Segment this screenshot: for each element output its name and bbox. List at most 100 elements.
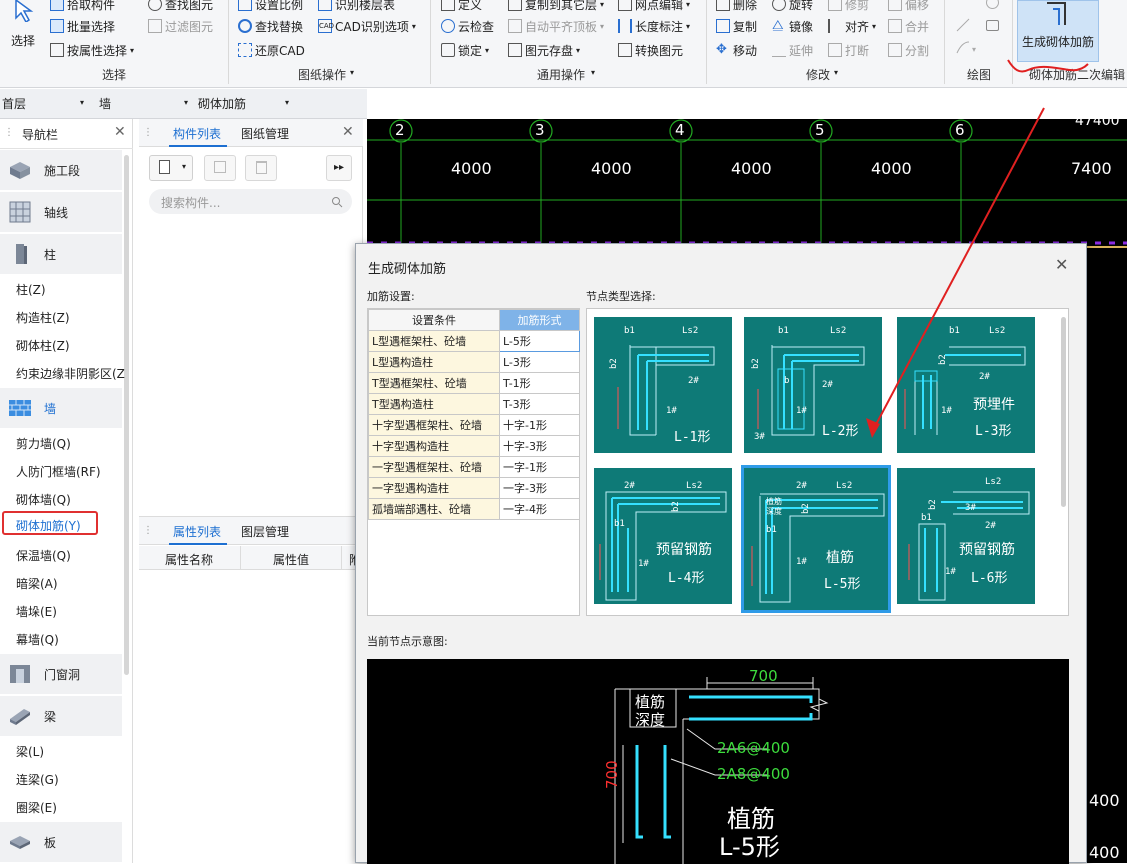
table-row[interactable]: 一字型遇构造柱一字-3形 bbox=[368, 477, 580, 499]
table-row[interactable]: 一字型遇框架柱、砼墙一字-1形 bbox=[368, 456, 580, 478]
sub-type-select[interactable]: 砌体加筋 bbox=[198, 97, 247, 111]
dim-label: 4000 bbox=[731, 159, 772, 178]
nav-item-shear-wall[interactable]: 剪力墙(Q) bbox=[16, 437, 71, 451]
restore-cad-button[interactable]: 还原CAD bbox=[238, 40, 305, 60]
nav-cat-axis[interactable]: 轴线 bbox=[0, 192, 122, 232]
expand-panel-button[interactable]: ▸▸ bbox=[326, 155, 352, 181]
nav-item-curtain-wall[interactable]: 幕墙(Q) bbox=[16, 633, 59, 647]
mirror-button[interactable]: ⧋ 镜像 bbox=[772, 18, 814, 34]
delete-button[interactable]: 删除 bbox=[716, 0, 757, 14]
tab-layer-manage[interactable]: 图层管理 bbox=[241, 525, 290, 539]
length-dim-button[interactable]: 长度标注▾ bbox=[618, 16, 690, 36]
nav-item-hidden-beam[interactable]: 暗梁(A) bbox=[16, 577, 58, 591]
nav-item-civil-defense-wall[interactable]: 人防门框墙(RF) bbox=[16, 465, 101, 479]
nav-cat-beam[interactable]: 梁 bbox=[0, 696, 122, 736]
define-button[interactable]: 定义 bbox=[441, 0, 482, 14]
nav-cat-wall[interactable]: 墙 bbox=[0, 388, 122, 428]
tab-property-list[interactable]: 属性列表 bbox=[173, 525, 222, 539]
node-tile-l6[interactable]: Ls2 3# b1 b2 2# 1# 预留钢筋 L-6形 bbox=[895, 466, 1037, 606]
trim-button[interactable]: 修剪 bbox=[828, 0, 869, 14]
select-button[interactable]: 选择 bbox=[4, 0, 40, 60]
tab-drawing-manage[interactable]: 图纸管理 bbox=[241, 127, 290, 141]
search-input[interactable]: 搜索构件... bbox=[161, 196, 221, 210]
svg-text:预埋件: 预埋件 bbox=[973, 397, 1015, 413]
nav-scrollbar[interactable] bbox=[124, 155, 129, 675]
convert-elem-button[interactable]: 转换图元 bbox=[618, 40, 683, 60]
table-row[interactable]: 十字型遇框架柱、砼墙十字-1形 bbox=[368, 414, 580, 436]
identify-floor-button[interactable]: 识别楼层表 bbox=[318, 0, 395, 14]
dim-label: 4000 bbox=[871, 159, 912, 178]
grid-edit-button[interactable]: 网点编辑▾ bbox=[618, 0, 690, 14]
auto-align-button[interactable]: 自动平齐顶板▾ bbox=[508, 16, 604, 36]
lock-button[interactable]: 锁定▾ bbox=[441, 40, 489, 60]
attr-select-button[interactable]: 按属性选择▾ bbox=[50, 40, 134, 60]
nav-item-beam[interactable]: 梁(L) bbox=[16, 745, 45, 759]
drag-handle-icon[interactable]: ⋮ bbox=[4, 127, 14, 138]
copy-button[interactable]: 复制 bbox=[716, 16, 757, 36]
node-tile-l2[interactable]: b1 Ls2 b2 2# 1# 3# b L-2形 bbox=[742, 315, 884, 455]
tab-component-list[interactable]: 构件列表 bbox=[173, 127, 222, 141]
extend-button[interactable]: 延伸 bbox=[772, 40, 813, 60]
nav-cat-slab[interactable]: 板 bbox=[0, 822, 122, 862]
node-tile-l3[interactable]: b1 Ls2 b2 2# 1# 预埋件 L-3形 bbox=[895, 315, 1037, 455]
cloud-check-button[interactable]: 云检查 bbox=[441, 16, 494, 36]
rotate-button[interactable]: 旋转 bbox=[772, 0, 813, 14]
cad-options-button[interactable]: CAD CAD识别选项▾ bbox=[318, 19, 416, 34]
find-replace-button[interactable]: 查找替换 bbox=[238, 16, 303, 36]
batch-select-button[interactable]: 批量选择 bbox=[50, 16, 115, 36]
nav-item-constructional-column[interactable]: 构造柱(Z) bbox=[16, 311, 70, 325]
node-tile-l1[interactable]: b1 Ls2 b2 2# 1# L-1形 bbox=[592, 315, 734, 455]
drag-handle-icon[interactable]: ⋮ bbox=[143, 525, 153, 536]
set-scale-button[interactable]: 设置比例 bbox=[238, 0, 303, 14]
align-button[interactable]: 对齐▾ bbox=[828, 16, 876, 36]
move-button[interactable]: ✥ 移动 bbox=[716, 42, 758, 58]
nav-item-link-beam[interactable]: 连梁(G) bbox=[16, 773, 59, 787]
draw-line-button[interactable] bbox=[956, 18, 970, 32]
nav-cat-column[interactable]: 柱 bbox=[0, 234, 122, 274]
component-search-box[interactable]: 搜索构件... bbox=[149, 189, 352, 214]
delete-component-button[interactable] bbox=[245, 155, 277, 181]
nav-cat-door-window[interactable]: 门窗洞 bbox=[0, 654, 122, 694]
nav-cat-construction-stage[interactable]: 施工段 bbox=[0, 150, 122, 190]
table-row[interactable]: 孤墙端部遇柱、砼墙一字-4形 bbox=[368, 498, 580, 520]
close-icon[interactable]: ✕ bbox=[1055, 255, 1069, 274]
nav-item-insulation-wall[interactable]: 保温墙(Q) bbox=[16, 549, 71, 563]
nav-item-ring-beam[interactable]: 圈梁(E) bbox=[16, 801, 57, 815]
draw-arc-button[interactable]: ▾ bbox=[956, 40, 980, 54]
break-button[interactable]: 打断 bbox=[828, 40, 869, 60]
copy-to-floor-button[interactable]: 复制到其它层▾ bbox=[508, 0, 604, 14]
type-select[interactable]: 墙 bbox=[99, 97, 112, 111]
copy-component-button[interactable] bbox=[204, 155, 236, 181]
nav-item-wall-pier[interactable]: 墙垛(E) bbox=[16, 605, 57, 619]
find-element-button[interactable]: 查找图元 bbox=[148, 0, 213, 14]
gen-masonry-rebar-button[interactable]: 生成砌体加筋 bbox=[1017, 0, 1099, 62]
nav-item-column[interactable]: 柱(Z) bbox=[16, 283, 46, 297]
elem-save-button[interactable]: 图元存盘▾ bbox=[508, 40, 580, 60]
table-row[interactable]: 十字型遇构造柱十字-3形 bbox=[368, 435, 580, 457]
offset-button[interactable]: 偏移 bbox=[888, 0, 929, 14]
node-tile-l5-selected[interactable]: 2# Ls2 植筋 深度 b1 b2 1# 植筋 L-5形 bbox=[741, 465, 891, 613]
draw-rect-button[interactable] bbox=[986, 20, 999, 31]
nav-item-masonry-column[interactable]: 砌体柱(Z) bbox=[16, 339, 70, 353]
nav-item-masonry-rebar[interactable]: 砌体加筋(Y) bbox=[16, 519, 81, 533]
filter-element-button[interactable]: 过滤图元 bbox=[148, 16, 213, 36]
draw-circle-button[interactable] bbox=[986, 0, 999, 9]
pick-component-button[interactable]: 拾取构件 bbox=[50, 0, 115, 14]
floor-select[interactable]: 首层 bbox=[2, 97, 27, 111]
new-component-button[interactable]: ▾ bbox=[149, 155, 193, 181]
draw-point-button[interactable] bbox=[956, 0, 970, 10]
split-button[interactable]: 分割 bbox=[888, 40, 929, 60]
close-icon[interactable]: ✕ bbox=[114, 124, 126, 140]
tiles-scrollbar[interactable] bbox=[1061, 317, 1066, 507]
close-icon[interactable]: ✕ bbox=[342, 124, 354, 140]
cloud-icon bbox=[441, 19, 455, 33]
nav-item-masonry-wall[interactable]: 砌体墙(Q) bbox=[16, 493, 71, 507]
merge-button[interactable]: 合并 bbox=[888, 16, 929, 36]
node-tile-l4[interactable]: 2# Ls2 b1 b2 1# 预留钢筋 L-4形 bbox=[592, 466, 734, 606]
drag-handle-icon[interactable]: ⋮ bbox=[143, 127, 153, 138]
nav-item-boundary-zone[interactable]: 约束边缘非阴影区(Z bbox=[16, 367, 125, 381]
